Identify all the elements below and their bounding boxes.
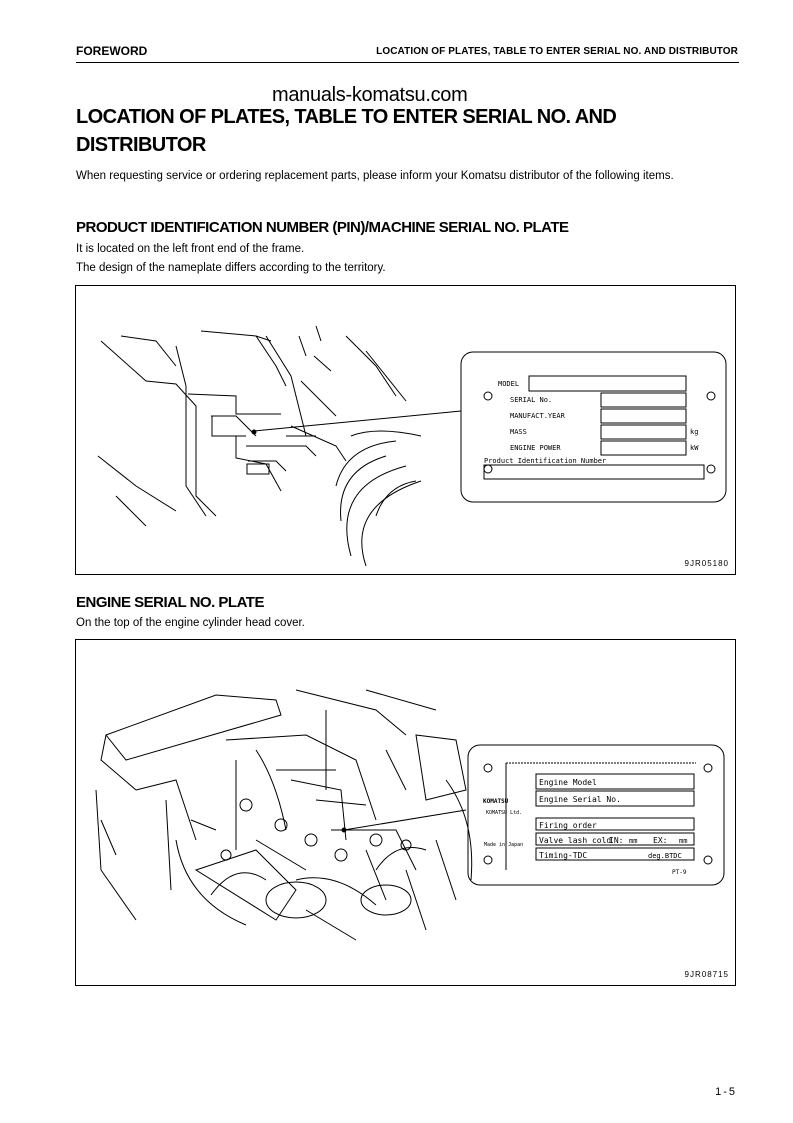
engine-nameplate bbox=[467, 744, 725, 886]
engine-plate-timing-unit: deg.BTDC bbox=[648, 852, 682, 860]
watermark: manuals-komatsu.com bbox=[272, 84, 468, 106]
engine-plate-serial-label: Engine Serial No. bbox=[539, 795, 621, 804]
plate-mass-label: MASS bbox=[510, 428, 527, 436]
header-section: FOREWORD bbox=[76, 44, 148, 58]
engine-plate-ex-unit: mm bbox=[679, 837, 687, 845]
pin-figure: MODEL SERIAL No. MANUFACT.YEAR MASS kg E… bbox=[75, 285, 736, 575]
pin-figure-drawing: MODEL SERIAL No. MANUFACT.YEAR MASS kg E… bbox=[97, 325, 727, 567]
header-rule bbox=[76, 62, 739, 63]
pin-heading: PRODUCT IDENTIFICATION NUMBER (PIN)/MACH… bbox=[76, 219, 569, 236]
engine-plate-model-label: Engine Model bbox=[539, 778, 597, 787]
page-number: 1-5 bbox=[715, 1086, 737, 1098]
engine-figure-code: 9JR08715 bbox=[684, 970, 729, 979]
page-title-line1: LOCATION OF PLATES, TABLE TO ENTER SERIA… bbox=[76, 106, 617, 128]
plate-power-unit: kW bbox=[690, 444, 699, 452]
engine-plate-ex-label: EX: bbox=[653, 836, 667, 845]
engine-heading: ENGINE SERIAL NO. PLATE bbox=[76, 594, 264, 611]
engine-figure-drawing: KOMATSU KOMATSU Ltd. Made in Japan Engin… bbox=[95, 689, 725, 941]
plate-serial-label: SERIAL No. bbox=[510, 396, 552, 404]
intro-paragraph: When requesting service or ordering repl… bbox=[76, 170, 674, 182]
engine-figure: KOMATSU KOMATSU Ltd. Made in Japan Engin… bbox=[75, 639, 736, 986]
engine-plate-company: KOMATSU Ltd. bbox=[486, 810, 522, 816]
engine-plate-valve-label: Valve lash cold bbox=[539, 836, 611, 845]
engine-plate-timing-label: Timing-TDC bbox=[539, 851, 587, 860]
engine-location-text: On the top of the engine cylinder head c… bbox=[76, 617, 305, 629]
engine-plate-logo: KOMATSU bbox=[483, 798, 509, 805]
pin-design-text: The design of the nameplate differs acco… bbox=[76, 262, 386, 274]
page-title-line2: DISTRIBUTOR bbox=[76, 134, 206, 156]
plate-model-label: MODEL bbox=[498, 380, 519, 388]
plate-year-label: MANUFACT.YEAR bbox=[510, 412, 566, 420]
pin-figure-code: 9JR05180 bbox=[684, 559, 729, 568]
engine-plate-in-label: IN: bbox=[609, 836, 623, 845]
engine-plate-part-no: PT-9 bbox=[672, 869, 687, 876]
plate-mass-unit: kg bbox=[690, 428, 698, 436]
pin-nameplate bbox=[460, 351, 727, 503]
plate-power-label: ENGINE POWER bbox=[510, 444, 561, 452]
pin-location-text: It is located on the left front end of t… bbox=[76, 243, 305, 255]
plate-pin-label: Product Identification Number bbox=[484, 457, 606, 465]
engine-plate-firing-label: Firing order bbox=[539, 821, 597, 830]
header-title: LOCATION OF PLATES, TABLE TO ENTER SERIA… bbox=[376, 46, 738, 57]
engine-plate-made-in: Made in Japan bbox=[484, 842, 523, 848]
page-title: LOCATION OF PLATES, TABLE TO ENTER SERIA… bbox=[76, 103, 726, 159]
engine-plate-in-unit: mm bbox=[629, 837, 637, 845]
